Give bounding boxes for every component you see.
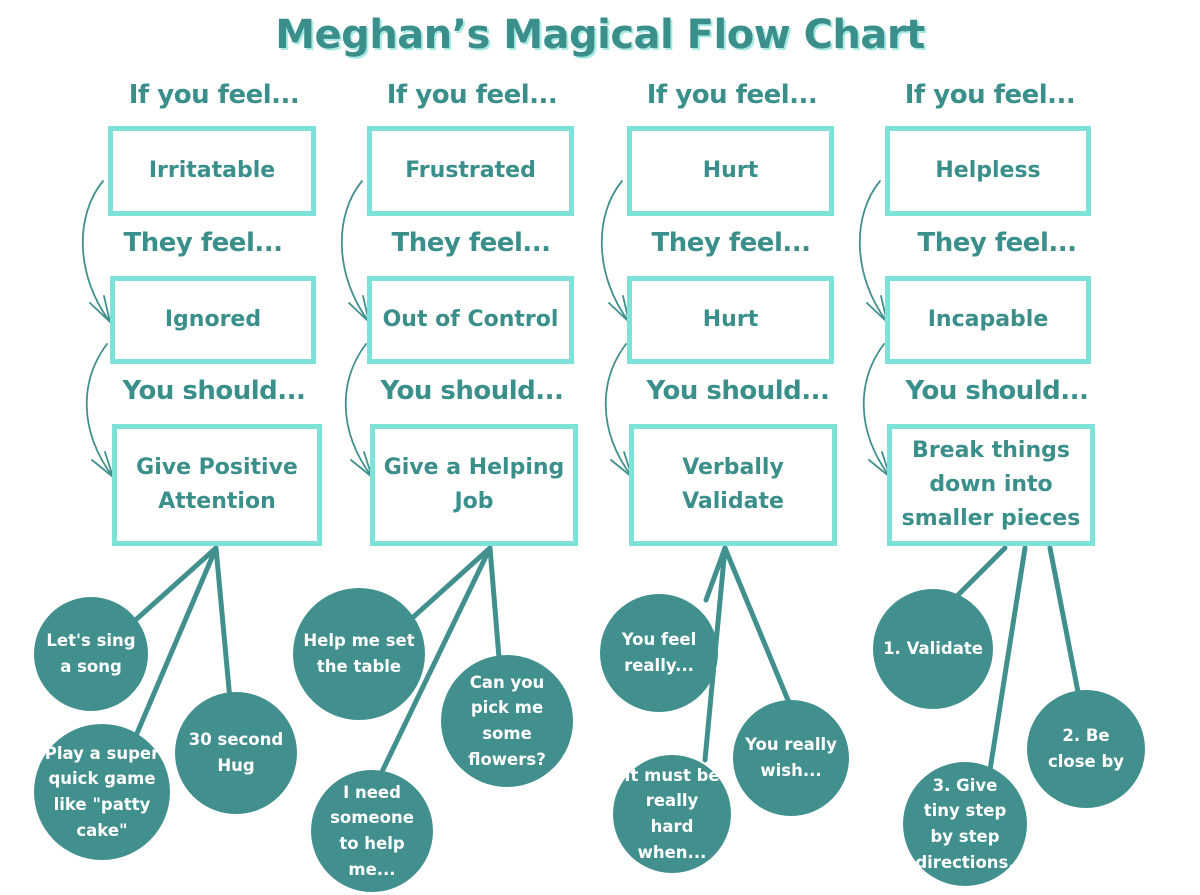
bubble: 2. Be close by: [1027, 690, 1145, 808]
feel-heading: If you feel...: [646, 80, 818, 110]
connector-line: [722, 545, 793, 708]
chart-title: Meghan’s Magical Flow Chart: [275, 12, 925, 58]
should-heading: You should...: [646, 376, 830, 406]
bubble: Let's sing a song: [34, 597, 148, 711]
action-box: Give a Helping Job: [370, 424, 578, 546]
bubble: I need someone to help me...: [311, 770, 433, 892]
bubble: You feel really...: [600, 594, 718, 712]
bubble: Play a super quick game like "patty cake…: [34, 724, 170, 860]
connector-line: [213, 545, 233, 703]
connector-line: [407, 545, 493, 623]
they-box: Hurt: [627, 276, 834, 364]
they-box: Out of Control: [367, 276, 574, 364]
bubble: 1. Validate: [873, 589, 993, 709]
bubble: You really wish...: [733, 700, 849, 816]
connector-line: [952, 545, 1008, 601]
they-heading: They feel...: [917, 228, 1077, 258]
bubble: 30 second Hug: [175, 692, 297, 814]
connector-line: [127, 545, 219, 628]
should-heading: You should...: [380, 376, 564, 406]
they-heading: They feel...: [123, 228, 283, 258]
connector-line: [132, 545, 219, 741]
feel-heading: If you feel...: [386, 80, 558, 110]
they-heading: They feel...: [391, 228, 551, 258]
feel-heading: If you feel...: [904, 80, 1076, 110]
bubble: It must be really hard when...: [613, 755, 731, 873]
feel-box: Hurt: [627, 126, 834, 216]
bubble: Help me set the table: [293, 588, 425, 720]
connector-line: [1047, 545, 1081, 695]
they-box: Incapable: [885, 276, 1091, 364]
feel-box: Frustrated: [367, 126, 574, 216]
should-heading: You should...: [122, 376, 306, 406]
connector-line: [375, 545, 493, 783]
connector-line: [487, 545, 503, 673]
action-box: Verbally Validate: [629, 424, 837, 546]
they-heading: They feel...: [651, 228, 811, 258]
bubble: 3. Give tiny step by step directions.: [903, 762, 1027, 886]
feel-box: Helpless: [885, 126, 1091, 216]
bubble: Can you pick me some flowers?: [441, 655, 573, 787]
action-box: Break things down into smaller pieces: [887, 424, 1095, 546]
they-box: Ignored: [110, 276, 316, 364]
action-box: Give Positive Attention: [112, 424, 322, 546]
feel-heading: If you feel...: [128, 80, 300, 110]
should-heading: You should...: [905, 376, 1089, 406]
connector-line: [987, 545, 1028, 773]
feel-box: Irritatable: [108, 126, 316, 216]
